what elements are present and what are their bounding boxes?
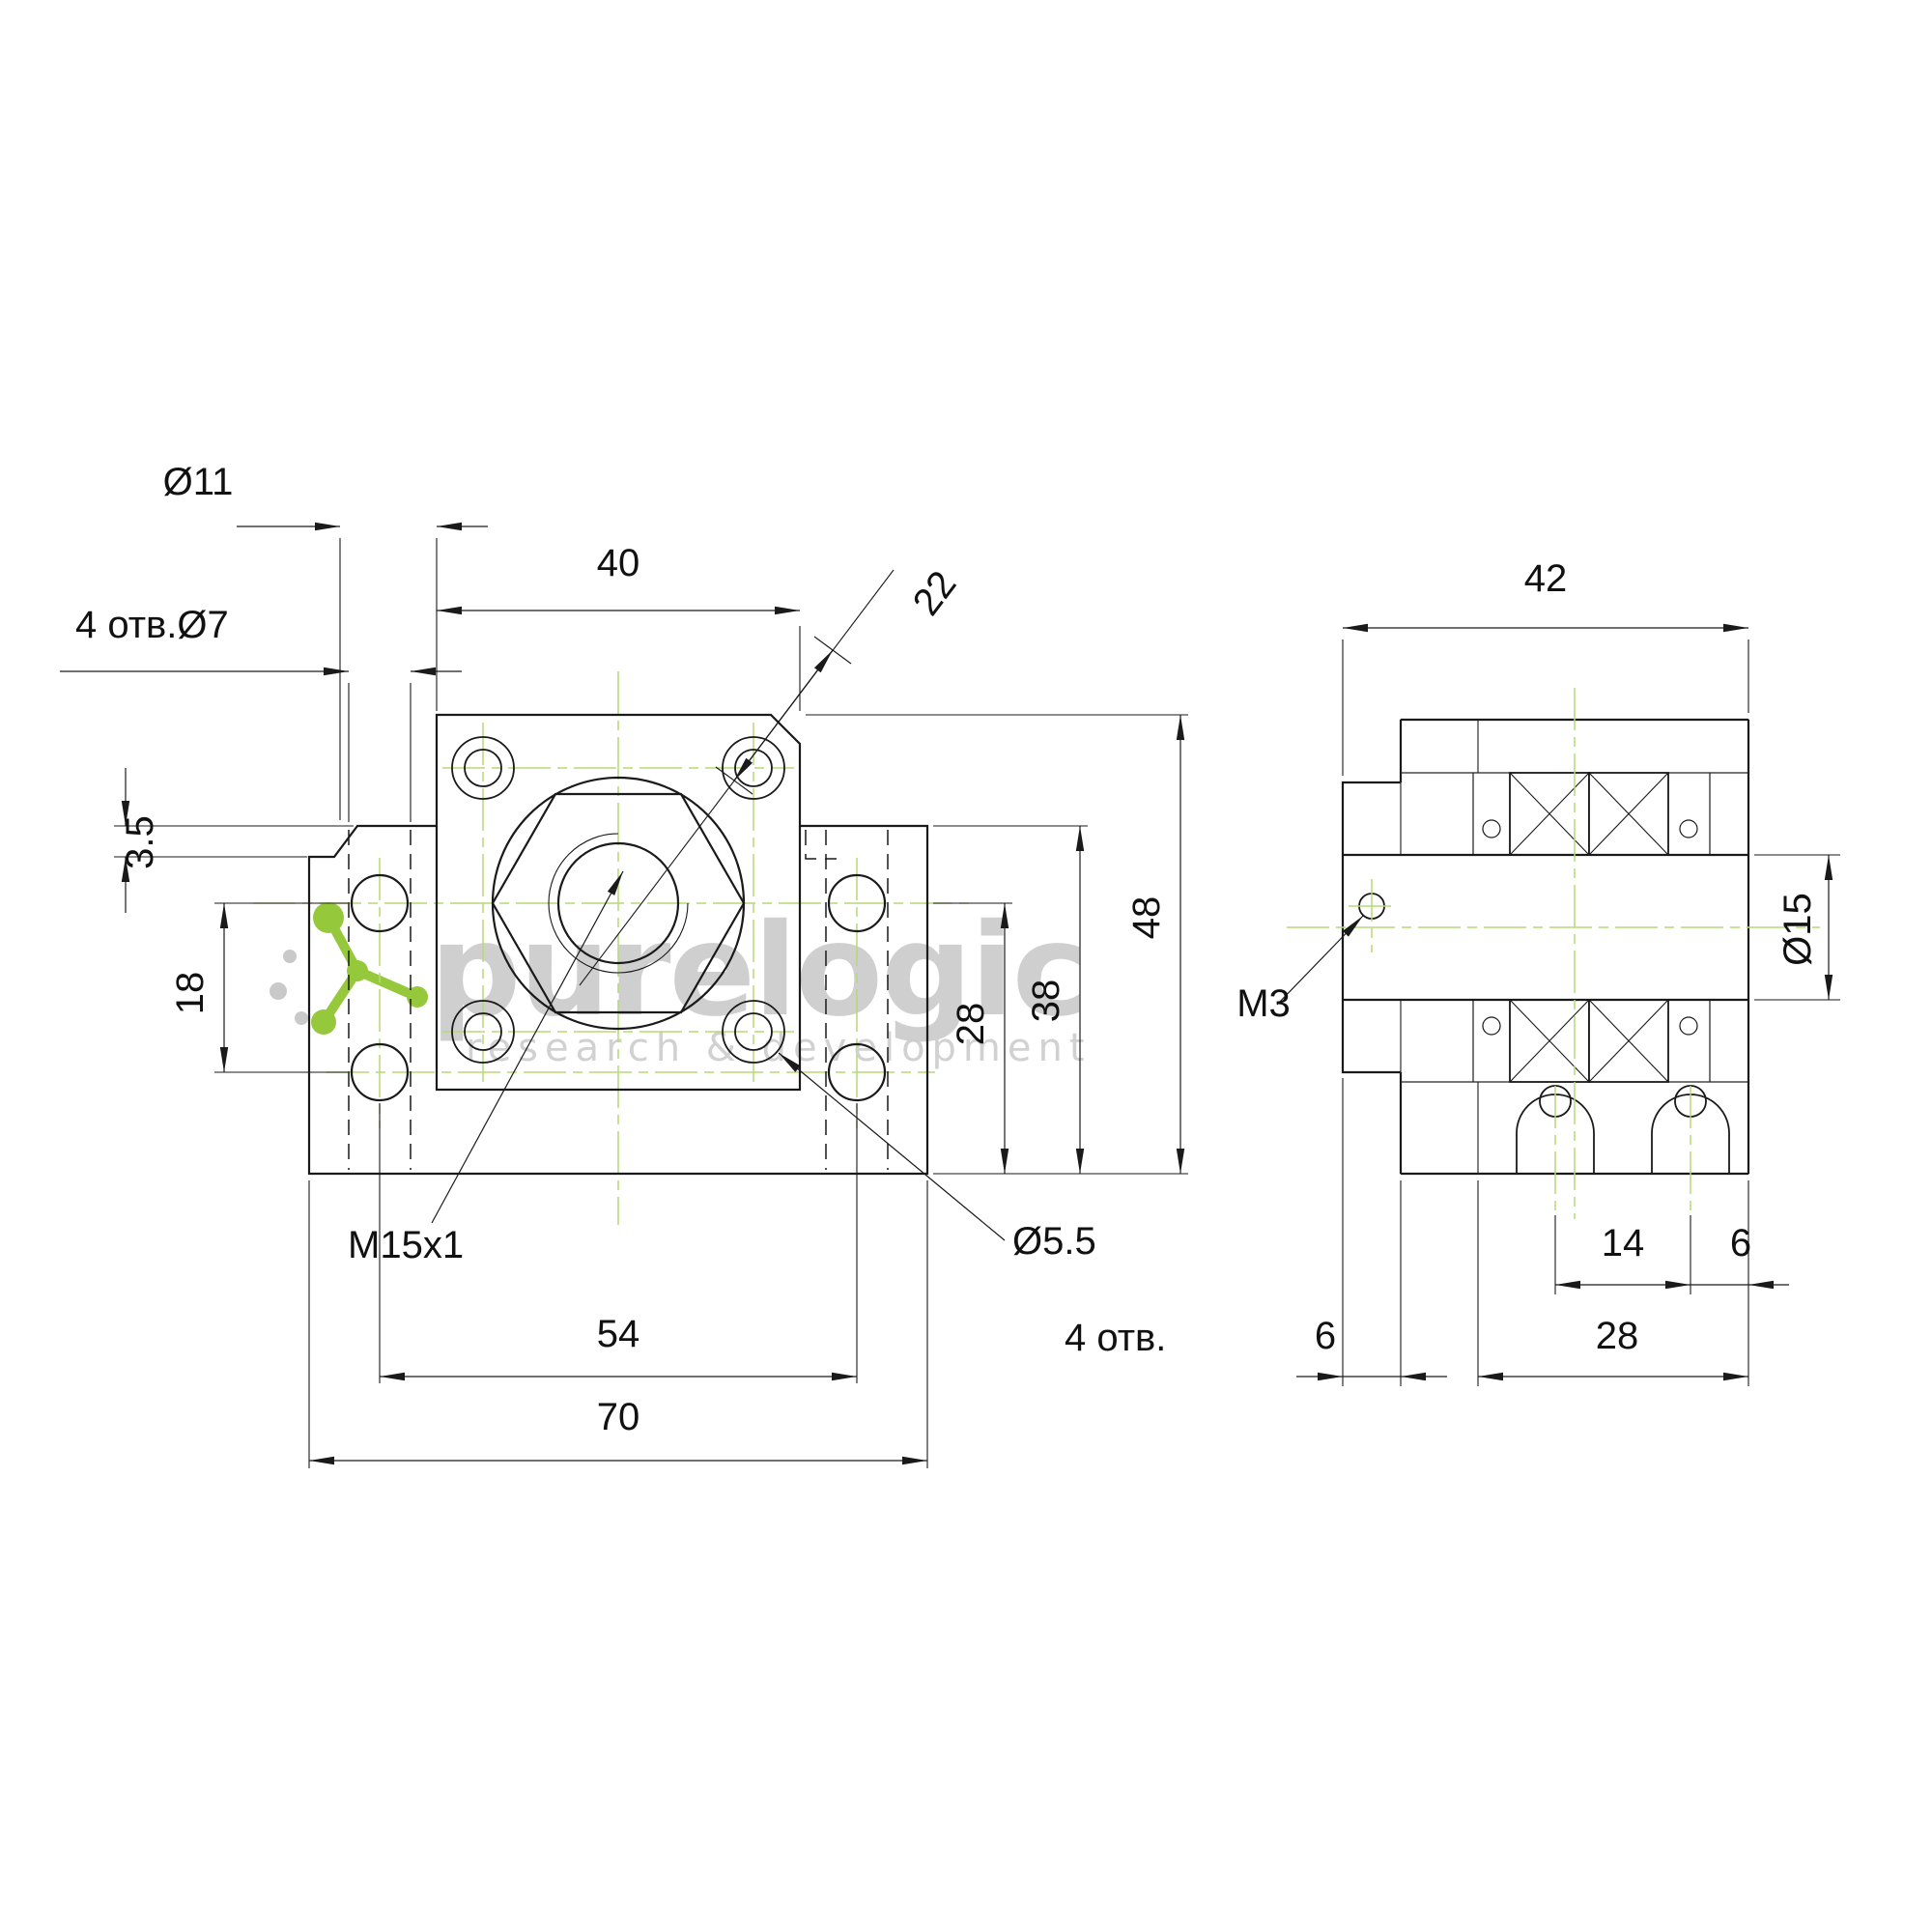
dim-3-5-label: 3.5 xyxy=(119,815,161,869)
dim-m3-label: M3 xyxy=(1236,982,1291,1025)
side-extension-lines xyxy=(1342,639,1840,1386)
dim-holes7-label: 4 отв.Ø7 xyxy=(75,604,229,646)
side-dimensions: 42 Ø15 M3 14 6 28 6 xyxy=(1236,557,1840,1386)
watermark-logo-molecule xyxy=(270,902,428,1035)
dim-28-bottom-label: 28 xyxy=(1596,1315,1639,1357)
front-hidden-lines xyxy=(348,830,889,1170)
watermark-tagline: research & development xyxy=(466,1026,1092,1070)
side-dimension-lines xyxy=(1276,623,1833,1381)
dim-54-label: 54 xyxy=(597,1313,640,1355)
dim-dia15-label: Ø15 xyxy=(1776,893,1819,966)
dim-4otv-label: 4 отв. xyxy=(1065,1317,1166,1359)
leader-m3 xyxy=(1276,915,1364,1006)
side-centerlines xyxy=(1287,688,1820,1219)
dim-42-label: 42 xyxy=(1524,557,1568,600)
dim-18-label: 18 xyxy=(169,972,212,1015)
front-wing-holes xyxy=(350,873,887,1102)
dim-6-right-label: 6 xyxy=(1730,1222,1751,1264)
dim-dia11-label: Ø11 xyxy=(163,461,234,503)
front-flange-lower-edge xyxy=(435,826,802,1092)
thread-arc xyxy=(548,833,689,974)
dim-6-left-label: 6 xyxy=(1315,1315,1336,1357)
front-center-bore xyxy=(491,776,746,1031)
dim-28-label: 28 xyxy=(950,1003,992,1046)
watermark-brand: purelogic xyxy=(430,896,1086,1045)
dim-dia55-label: Ø5.5 xyxy=(1012,1220,1096,1263)
side-view xyxy=(1287,688,1820,1219)
front-dimension-lines xyxy=(60,522,1185,1465)
dim-40-label: 40 xyxy=(597,542,640,584)
front-body-outline xyxy=(307,713,929,1176)
leader-m15x1 xyxy=(431,870,624,1224)
dim-70-label: 70 xyxy=(597,1396,640,1438)
dim-48-label: 48 xyxy=(1125,896,1168,940)
dim-m15x1-label: M15x1 xyxy=(348,1224,464,1266)
leader-dia55 xyxy=(778,1052,1006,1241)
dim-38-label: 38 xyxy=(1025,980,1067,1023)
side-bearings xyxy=(1509,772,1669,1083)
watermark: purelogic research & development xyxy=(270,896,1092,1070)
dim-14-label: 14 xyxy=(1602,1222,1645,1264)
